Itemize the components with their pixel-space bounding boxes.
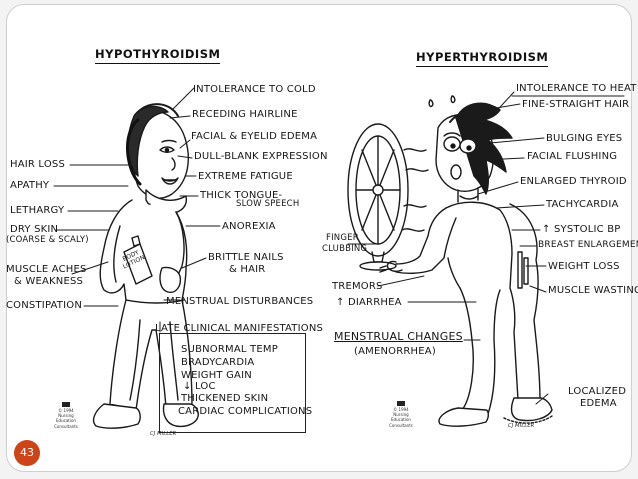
hypothyroid-pointers (53, 87, 221, 333)
hypothyroidism-title: HYPOTHYROIDISM (95, 47, 221, 64)
label-diarrhea: ↑ DIARRHEA (336, 297, 402, 308)
label-receding-hairline: RECEDING HAIRLINE (192, 109, 298, 120)
label-bulging-eyes: BULGING EYES (546, 133, 623, 144)
copyright-line: Nursing (58, 413, 74, 419)
copyright-year: © 1994 (393, 407, 409, 412)
late-item: BRADYCARDIA (181, 357, 255, 368)
copyright-right: © 1994 Nursing Education Consultants (389, 401, 413, 428)
label-edema: EDEMA (580, 398, 617, 409)
copyright-line: Nursing (393, 412, 409, 418)
label-enlarged-thyroid: ENLARGED THYROID (520, 176, 627, 187)
label-thick-tongue: THICK TONGUE- (200, 190, 283, 201)
hyperthyroid-pointers (347, 91, 625, 405)
copyright-line: Education (56, 418, 76, 424)
label-amenorrhea: (AMENORRHEA) (354, 346, 436, 357)
label-menstrual-changes: MENSTRUAL CHANGES (334, 330, 463, 343)
late-manifestations-box (159, 333, 306, 433)
late-item: THICKENED SKIN (181, 393, 269, 404)
label-facial-flushing: FACIAL FLUSHING (527, 151, 618, 162)
label-tachycardia: TACHYCARDIA (546, 199, 619, 210)
hypothyroid-figure (92, 103, 199, 429)
hyperthyroidism-title-text: HYPERTHYROIDISM (416, 50, 549, 64)
label-anorexia: ANOREXIA (222, 221, 276, 232)
label-menstrual-disturbances: MENSTRUAL DISTURBANCES (166, 296, 314, 307)
label-systolic-bp: ↑ SYSTOLIC BP (542, 224, 621, 235)
label-intolerance-to-cold: INTOLERANCE TO COLD (193, 84, 316, 95)
label-muscle-aches: MUSCLE ACHES (6, 264, 87, 275)
hypothyroidism-title-text: HYPOTHYROIDISM (95, 47, 221, 61)
label-dull-blank-expression: DULL-BLANK EXPRESSION (194, 151, 328, 162)
label-fine-straight-hair: FINE-STRAIGHT HAIR (522, 99, 630, 110)
late-item: SUBNORMAL TEMP (181, 344, 278, 355)
title-underline (95, 62, 221, 64)
late-item: ↓ LOC (183, 381, 216, 392)
late-item: WEIGHT GAIN (181, 370, 252, 381)
label-hair-loss: HAIR LOSS (10, 159, 66, 170)
signature-right: CJ MILLER (508, 423, 535, 429)
label-muscle-wasting: MUSCLE WASTING (548, 285, 638, 296)
label-extreme-fatigue: EXTREME FATIGUE (198, 171, 293, 182)
label-coarse-scaly: (COARSE & SCALY) (6, 235, 89, 245)
label-clubbing: CLUBBING (322, 244, 368, 254)
nec-logo (62, 402, 70, 407)
label-dry-skin: DRY SKIN (10, 224, 59, 235)
hyperthyroidism-title: HYPERTHYROIDISM (416, 50, 549, 67)
copyright-line: Consultants (54, 423, 78, 429)
label-finger: FINGER (326, 233, 359, 243)
signature-left: CJ MILLER (150, 431, 177, 437)
label-intolerance-to-heat: INTOLERANCE TO HEAT (516, 83, 637, 94)
label-apathy: APATHY (10, 180, 50, 191)
label-lethargy: LETHARGY (10, 205, 65, 216)
copyright-left: © 1994 Nursing Education Consultants (54, 402, 78, 429)
label-facial-eyelid-edema: FACIAL & EYELID EDEMA (191, 131, 318, 142)
label-localized: LOCALIZED (568, 386, 627, 397)
copyright-year: © 1994 (58, 408, 74, 413)
late-manifestations-title: LATE CLINICAL MANIFESTATIONS (155, 323, 324, 334)
label-breast-enlargement: BREAST ENLARGEMENT (538, 240, 638, 250)
label-tremors: TREMORS (332, 281, 383, 292)
label-weight-loss: WEIGHT LOSS (548, 261, 620, 272)
hyperthyroid-figure (347, 95, 553, 427)
label-brittle-nails: BRITTLE NAILS (208, 252, 284, 263)
copyright-line: Consultants (389, 422, 413, 428)
label-constipation: CONSTIPATION (6, 300, 83, 311)
nec-logo (397, 401, 405, 406)
label-slow-speech: SLOW SPEECH (236, 199, 300, 209)
label-and-hair: & HAIR (229, 264, 266, 275)
late-item: CARDIAC COMPLICATIONS (178, 406, 313, 417)
label-and-weakness: & WEAKNESS (14, 276, 84, 287)
copyright-line: Education (391, 417, 411, 423)
title-underline (416, 65, 549, 67)
slide-number-badge: 43 (14, 440, 40, 466)
